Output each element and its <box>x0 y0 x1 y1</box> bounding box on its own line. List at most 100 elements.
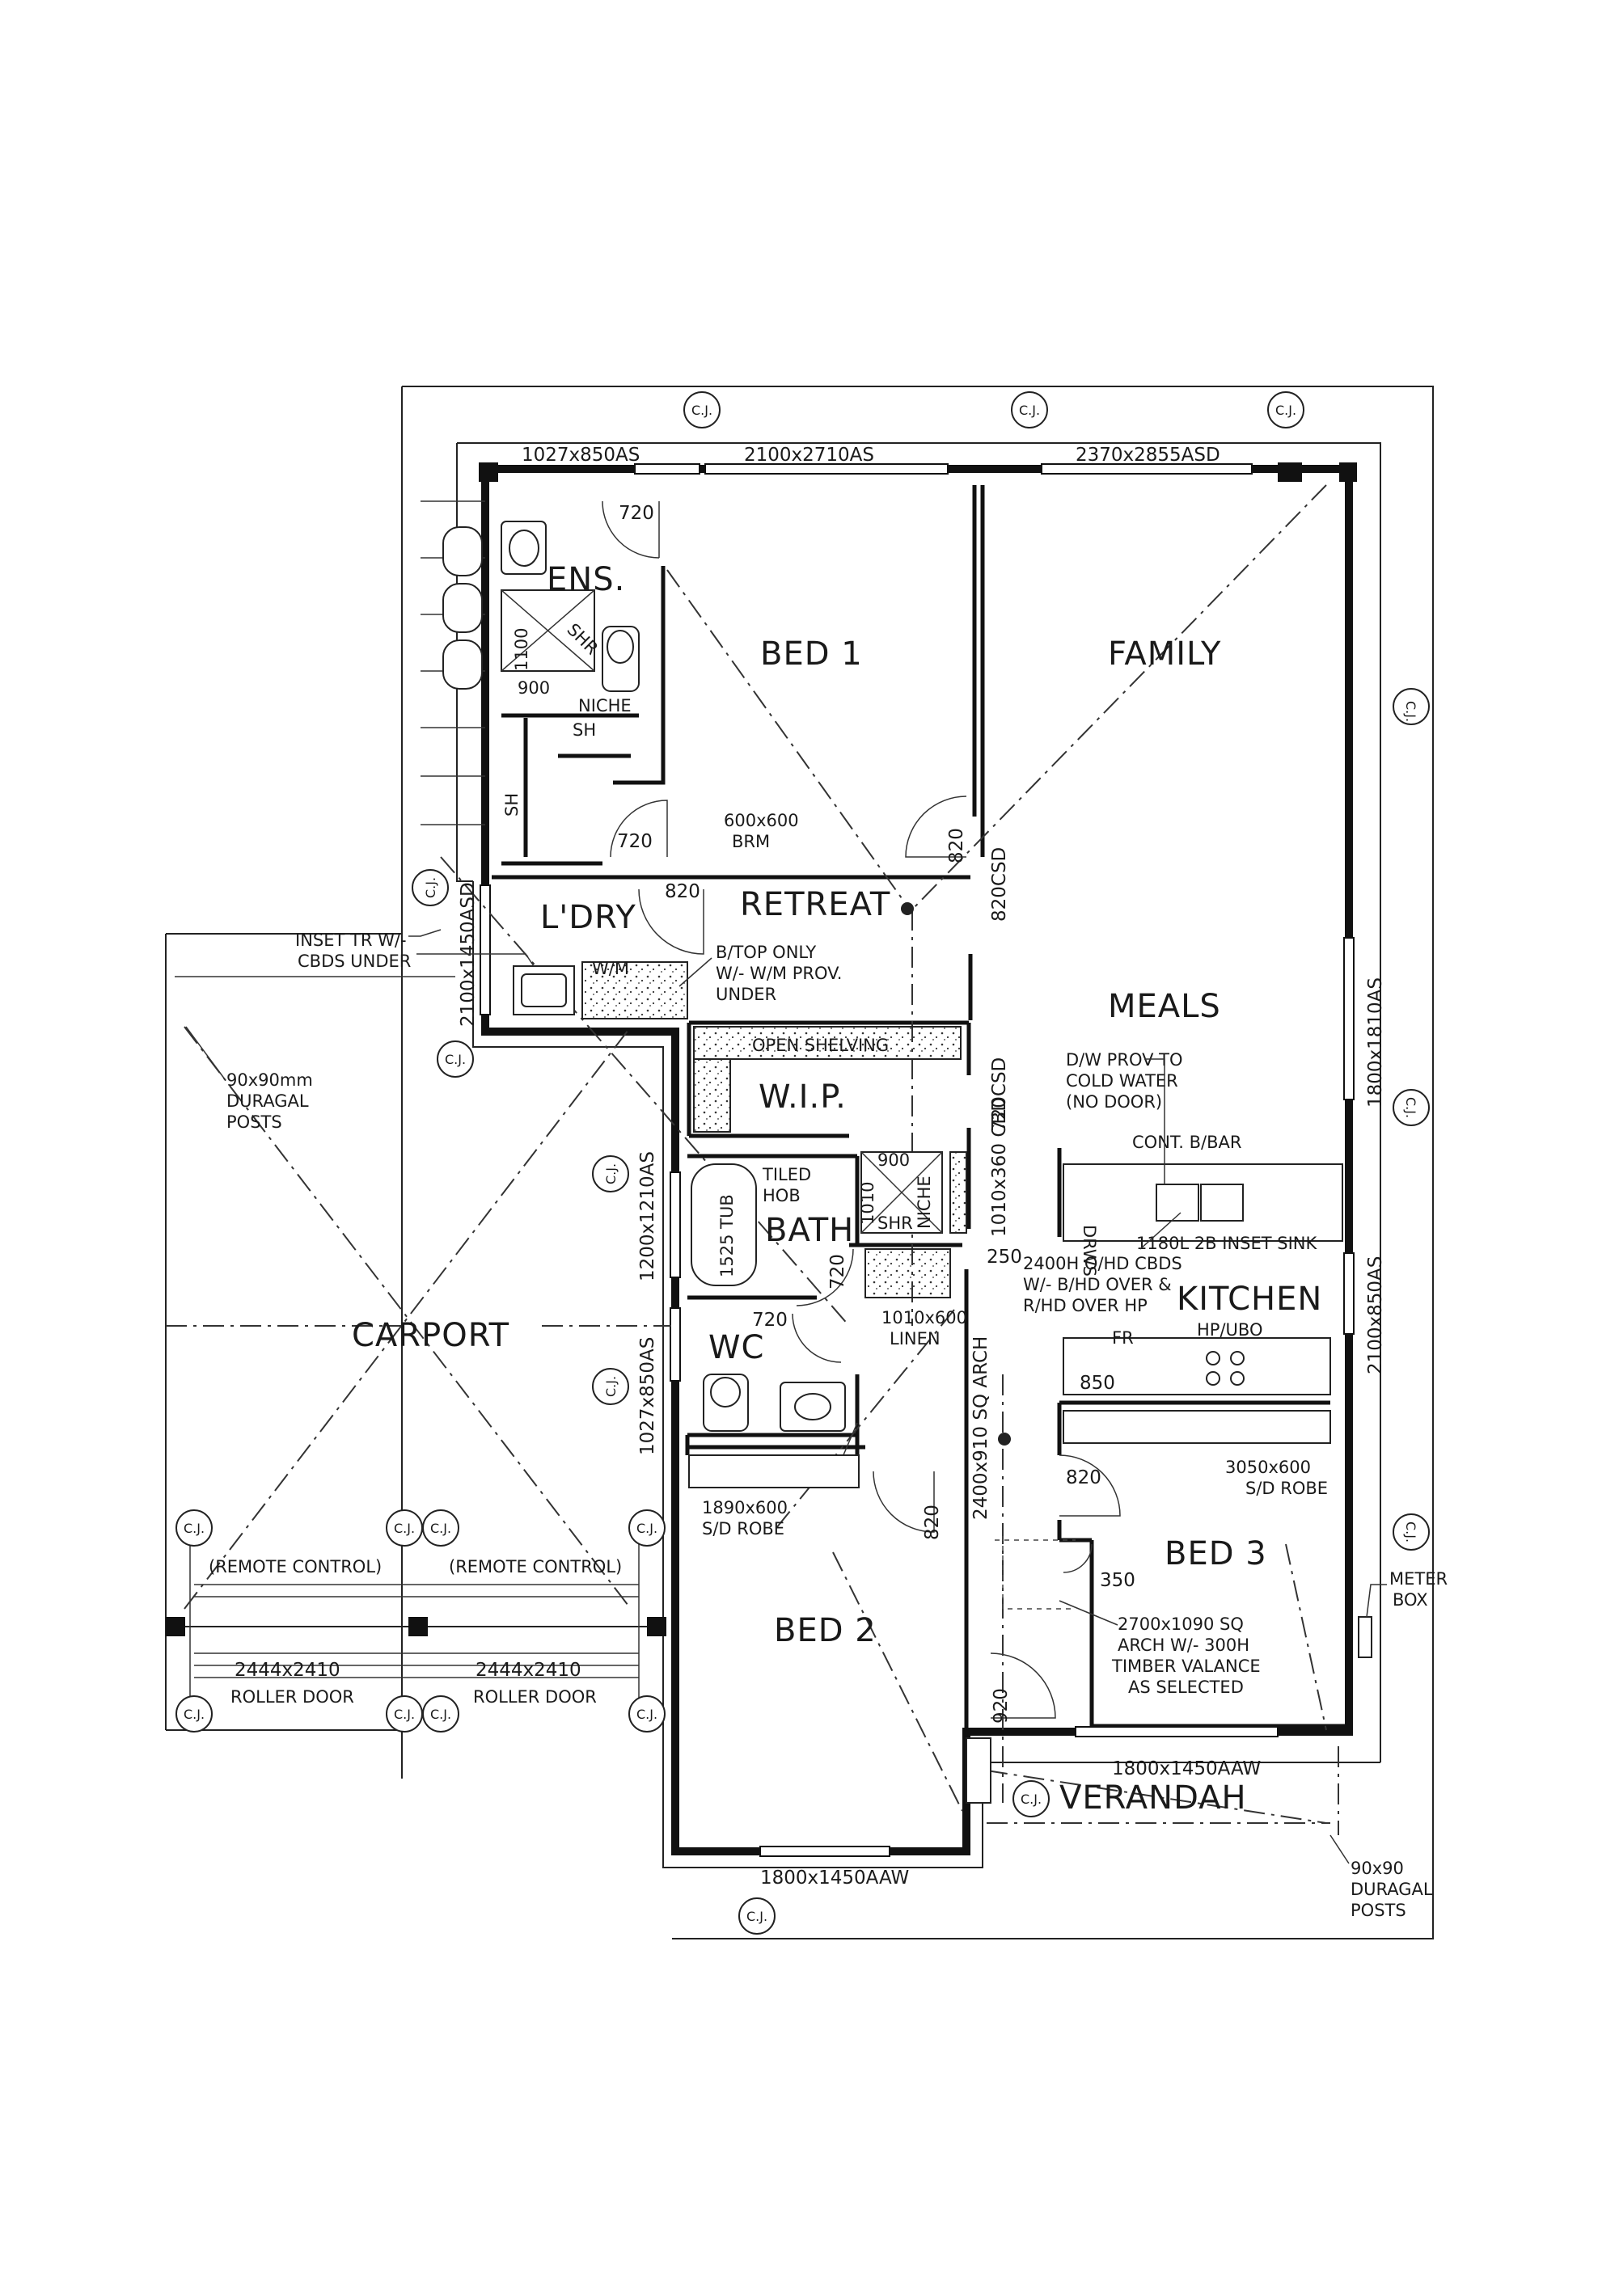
carport-posts-note: 90x90mm DURAGAL POSTS <box>226 1070 318 1132</box>
room-family: FAMILY <box>1108 635 1221 673</box>
svg-text:C.J.: C.J. <box>430 1521 451 1536</box>
door-swings <box>602 500 1121 1719</box>
arch-valance-note: 2700x1090 SQ ARCH W/- 300H TIMBER VALANC… <box>1111 1614 1266 1697</box>
cj-marker <box>437 1040 474 1078</box>
cj-marker <box>592 1368 629 1405</box>
svg-text:C.J.: C.J. <box>691 403 712 418</box>
svg-text:C.J.: C.J. <box>603 1376 619 1397</box>
svg-text:FR: FR <box>1112 1328 1134 1348</box>
svg-text:1800x1450AAW: 1800x1450AAW <box>1112 1758 1261 1779</box>
svg-text:2444x2410: 2444x2410 <box>235 1660 340 1681</box>
cj-marker <box>1393 1513 1430 1551</box>
windows <box>480 463 1355 1857</box>
svg-text:1800x1450AAW: 1800x1450AAW <box>760 1868 909 1889</box>
svg-text:1027x850AS: 1027x850AS <box>522 445 640 466</box>
linen-note: 1010x600 LINEN <box>881 1308 973 1348</box>
room-labels: ENS. BED 1 FAMILY RETREAT L'DRY MEALS W.… <box>352 561 1322 1817</box>
opening-labels: 1027x850AS 2100x2710AS 2370x2855ASD 1800… <box>230 445 1386 1889</box>
cj-marker <box>412 869 449 906</box>
cj-marker <box>175 1695 213 1733</box>
cj-marker <box>738 1897 776 1935</box>
svg-text:(REMOTE CONTROL): (REMOTE CONTROL) <box>209 1557 382 1576</box>
svg-text:820CSD: 820CSD <box>989 847 1010 922</box>
control-joint-labels: C.J. C.J. C.J. C.J. C.J. C.J. C.J. C.J. … <box>184 403 1418 1924</box>
room-bed1: BED 1 <box>760 635 863 673</box>
svg-text:1027x850AS: 1027x850AS <box>637 1337 658 1455</box>
fixtures <box>421 500 1372 1804</box>
svg-text:820: 820 <box>946 828 967 863</box>
cj-marker <box>628 1695 666 1733</box>
cbds-note: 2400H O/HD CBDS W/- B/HD OVER & R/HD OVE… <box>1023 1254 1187 1315</box>
tiled-hob-note: TILED HOB <box>762 1165 817 1205</box>
room-kitchen: KITCHEN <box>1177 1281 1322 1318</box>
svg-text:1525 TUB: 1525 TUB <box>717 1194 737 1277</box>
annotation-notes: NICHE SH SH SHR SHR NICHE 600x600 BRM IN… <box>209 620 1453 1920</box>
cj-marker <box>1393 1089 1430 1126</box>
svg-text:C.J.: C.J. <box>1019 403 1040 418</box>
svg-text:C.J.: C.J. <box>394 1707 415 1722</box>
room-wip: W.I.P. <box>759 1078 847 1116</box>
svg-text:350: 350 <box>1100 1570 1135 1591</box>
leader-lines <box>185 929 1387 1864</box>
verandah-posts-note: 90x90 DURAGAL POSTS <box>1351 1859 1438 1920</box>
svg-text:2444x2410: 2444x2410 <box>476 1660 581 1681</box>
sheet-border <box>165 386 1434 1939</box>
svg-text:720: 720 <box>827 1254 848 1289</box>
cj-marker <box>628 1509 666 1547</box>
svg-text:720: 720 <box>752 1310 788 1331</box>
svg-text:1100: 1100 <box>512 628 531 671</box>
roller-door-right: ROLLER DOOR <box>473 1687 597 1707</box>
inset-tr-note: INSET TR W/- CBDS UNDER <box>295 931 412 971</box>
cj-marker <box>422 1695 459 1733</box>
svg-text:OPEN SHELVING: OPEN SHELVING <box>752 1036 889 1055</box>
roller-door-left: ROLLER DOOR <box>230 1687 354 1707</box>
svg-text:850: 850 <box>1080 1373 1115 1394</box>
svg-text:C.J.: C.J. <box>1403 1097 1418 1118</box>
btop-note: B/TOP ONLY W/- W/M PROV. UNDER <box>716 943 848 1004</box>
svg-text:CONT. B/BAR: CONT. B/BAR <box>1132 1133 1241 1152</box>
svg-text:C.J.: C.J. <box>603 1163 619 1184</box>
svg-text:SH: SH <box>502 793 522 817</box>
svg-text:W/M: W/M <box>592 959 629 978</box>
svg-text:C.J.: C.J. <box>184 1707 205 1722</box>
room-bed2: BED 2 <box>774 1612 877 1649</box>
svg-text:820: 820 <box>1066 1467 1101 1488</box>
svg-text:2100x850AS: 2100x850AS <box>1365 1256 1386 1374</box>
svg-text:DRWS: DRWS <box>1080 1225 1099 1277</box>
meter-box-note: METER BOX <box>1389 1569 1453 1610</box>
room-bath: BATH <box>765 1212 854 1249</box>
room-verandah: VERANDAH <box>1059 1779 1247 1817</box>
door-size-labels: 720 720 820 820 720 720 820 820 850 920 … <box>512 503 1135 1724</box>
svg-text:C.J.: C.J. <box>1403 701 1418 722</box>
svg-text:C.J.: C.J. <box>394 1521 415 1536</box>
svg-text:NICHE: NICHE <box>578 696 632 715</box>
svg-text:C.J.: C.J. <box>445 1052 466 1067</box>
svg-text:1010x360 CBD: 1010x360 CBD <box>989 1097 1010 1237</box>
svg-text:C.J.: C.J. <box>746 1909 767 1924</box>
svg-text:C.J.: C.J. <box>636 1707 657 1722</box>
dw-prov-note: D/W PROV TO COLD WATER (NO DOOR) <box>1066 1050 1188 1112</box>
svg-text:C.J.: C.J. <box>1275 403 1296 418</box>
svg-text:920: 920 <box>991 1688 1012 1724</box>
robe3-note: 3050x600 S/D ROBE <box>1225 1458 1328 1498</box>
cj-marker <box>1393 688 1430 725</box>
room-ldry: L'DRY <box>540 899 636 936</box>
svg-text:2100x2710AS: 2100x2710AS <box>744 445 874 466</box>
svg-text:1200x1210AS: 1200x1210AS <box>637 1151 658 1281</box>
room-wc: WC <box>708 1329 764 1366</box>
cj-marker <box>422 1509 459 1547</box>
cj-marker <box>592 1155 629 1192</box>
svg-text:820: 820 <box>665 881 700 902</box>
control-joint-markers <box>175 391 1430 1935</box>
svg-text:HP/UBO: HP/UBO <box>1197 1320 1262 1340</box>
svg-text:SHR: SHR <box>877 1213 913 1233</box>
internal-walls <box>492 485 1346 1732</box>
svg-text:900: 900 <box>877 1150 910 1170</box>
svg-text:1180L 2B INSET SINK: 1180L 2B INSET SINK <box>1136 1234 1317 1253</box>
svg-text:C.J.: C.J. <box>1403 1522 1418 1543</box>
svg-text:2370x2855ASD: 2370x2855ASD <box>1076 445 1220 466</box>
svg-text:C.J.: C.J. <box>636 1521 657 1536</box>
svg-text:C.J.: C.J. <box>1021 1792 1042 1807</box>
cj-marker <box>1012 1780 1050 1817</box>
